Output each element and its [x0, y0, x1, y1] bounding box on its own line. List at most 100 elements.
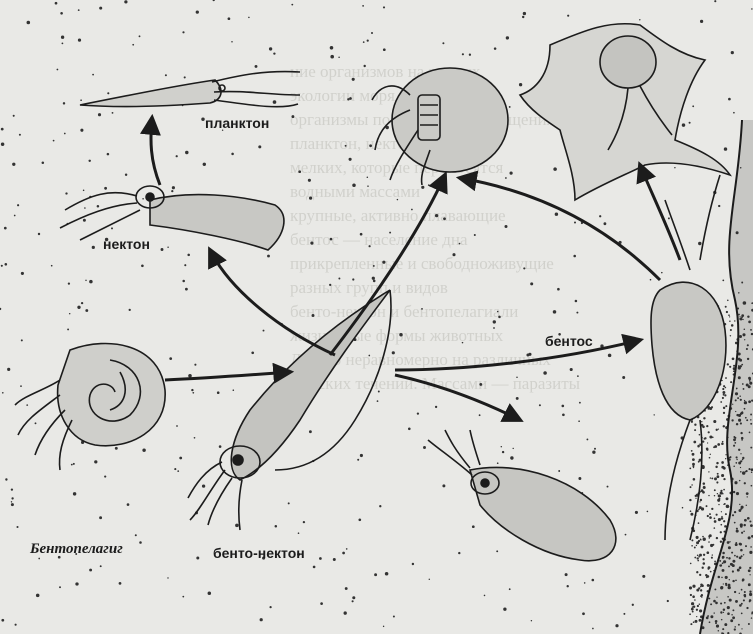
- stipple-dot: [360, 454, 363, 457]
- stipple-dot: [176, 425, 178, 427]
- stipple-dot: [363, 65, 365, 67]
- arrow-to-nekton: [210, 250, 335, 355]
- stipple-dot: [717, 443, 720, 446]
- stipple-dot: [378, 391, 380, 393]
- stipple-dot: [723, 478, 725, 480]
- stipple-dot: [730, 381, 732, 383]
- stipple-dot: [345, 145, 347, 147]
- stipple-dot: [184, 264, 186, 266]
- stipple-dot: [696, 609, 698, 611]
- stipple-dot: [700, 20, 703, 23]
- stipple-dot: [192, 392, 194, 394]
- stipple-dot: [319, 557, 322, 560]
- stipple-dot: [358, 518, 361, 521]
- stipple-dot: [219, 445, 222, 448]
- stipple-dot: [642, 575, 645, 578]
- stipple-dot: [639, 19, 640, 20]
- stipple-dot: [469, 54, 471, 56]
- stipple-dot: [717, 493, 718, 494]
- stipple-dot: [429, 579, 430, 580]
- stipple-dot: [182, 280, 185, 283]
- stipple-dot: [703, 554, 705, 556]
- stipple-dot: [172, 186, 175, 189]
- stipple-dot: [721, 474, 724, 477]
- stipple-dot: [345, 587, 348, 590]
- stipple-dot: [710, 477, 711, 478]
- octopus: [372, 68, 508, 185]
- stipple-dot: [703, 486, 704, 487]
- stipple-dot: [557, 288, 560, 291]
- stipple-dot: [57, 69, 59, 71]
- stipple-dot: [699, 619, 702, 622]
- stipple-dot: [682, 123, 685, 126]
- stipple-dot: [584, 582, 586, 584]
- stipple-dot: [349, 97, 352, 100]
- stipple-dot: [697, 445, 700, 448]
- stipple-dot: [92, 74, 94, 76]
- stipple-dot: [51, 265, 53, 267]
- stipple-dot: [692, 595, 695, 598]
- stipple-dot: [721, 511, 722, 512]
- stipple-dot: [231, 153, 234, 156]
- stipple-dot: [561, 405, 564, 408]
- stipple-dot: [63, 102, 65, 104]
- stipple-dot: [661, 272, 663, 274]
- stipple-dot: [371, 32, 373, 34]
- stipple-dot: [59, 586, 61, 588]
- stipple-dot: [38, 233, 40, 235]
- stipple-dot: [729, 366, 731, 368]
- stipple-dot: [698, 540, 700, 542]
- stipple-dot: [362, 5, 364, 7]
- stipple-dot: [36, 594, 40, 598]
- stipple-dot: [718, 428, 719, 429]
- stipple-dot: [309, 197, 312, 200]
- stipple-dot: [711, 557, 713, 559]
- arrow-to-bentos: [395, 340, 640, 370]
- stipple-dot: [496, 550, 498, 552]
- stipple-dot: [397, 199, 398, 200]
- stipple-dot: [622, 376, 625, 379]
- stipple-dot: [497, 311, 499, 313]
- stipple-dot: [586, 438, 588, 440]
- stipple-dot: [78, 9, 80, 11]
- stipple-dot: [700, 539, 702, 541]
- stipple-dot: [751, 8, 752, 9]
- stipple-dot: [565, 573, 568, 576]
- stipple-dot: [71, 464, 73, 466]
- stipple-dot: [142, 198, 144, 200]
- stipple-dot: [509, 588, 511, 590]
- stipple-dot: [27, 21, 31, 25]
- stipple-dot: [64, 133, 66, 135]
- nekton-squid: [60, 186, 284, 250]
- stipple-dot: [452, 253, 455, 256]
- stipple-dot: [725, 377, 727, 379]
- stipple-dot: [668, 217, 670, 219]
- stipple-dot: [330, 238, 333, 241]
- stipple-dot: [501, 446, 502, 447]
- stipple-dot: [699, 443, 701, 445]
- stipple-dot: [723, 407, 725, 409]
- stipple-dot: [721, 461, 724, 464]
- bento-nekton-squid: [188, 290, 391, 530]
- stipple-dot: [714, 0, 716, 2]
- stipple-dot: [188, 374, 192, 378]
- stipple-dot: [702, 567, 704, 569]
- stipple-dot: [720, 531, 722, 533]
- stipple-dot: [699, 574, 701, 576]
- stipple-dot: [165, 74, 167, 76]
- stipple-dot: [699, 506, 702, 509]
- stipple-dot: [349, 158, 352, 161]
- stipple-dot: [697, 560, 699, 562]
- stipple-dot: [383, 48, 386, 51]
- stipple-dot: [352, 78, 355, 81]
- stipple-dot: [625, 534, 627, 536]
- stipple-dot: [734, 320, 735, 321]
- stipple-dot: [689, 586, 692, 589]
- stipple-dot: [709, 457, 711, 459]
- stipple-dot: [194, 364, 196, 366]
- stipple-dot: [260, 618, 263, 621]
- stipple-dot: [725, 458, 726, 459]
- stipple-dot: [255, 65, 258, 68]
- stipple-dot: [100, 565, 102, 567]
- stipple-dot: [682, 507, 684, 509]
